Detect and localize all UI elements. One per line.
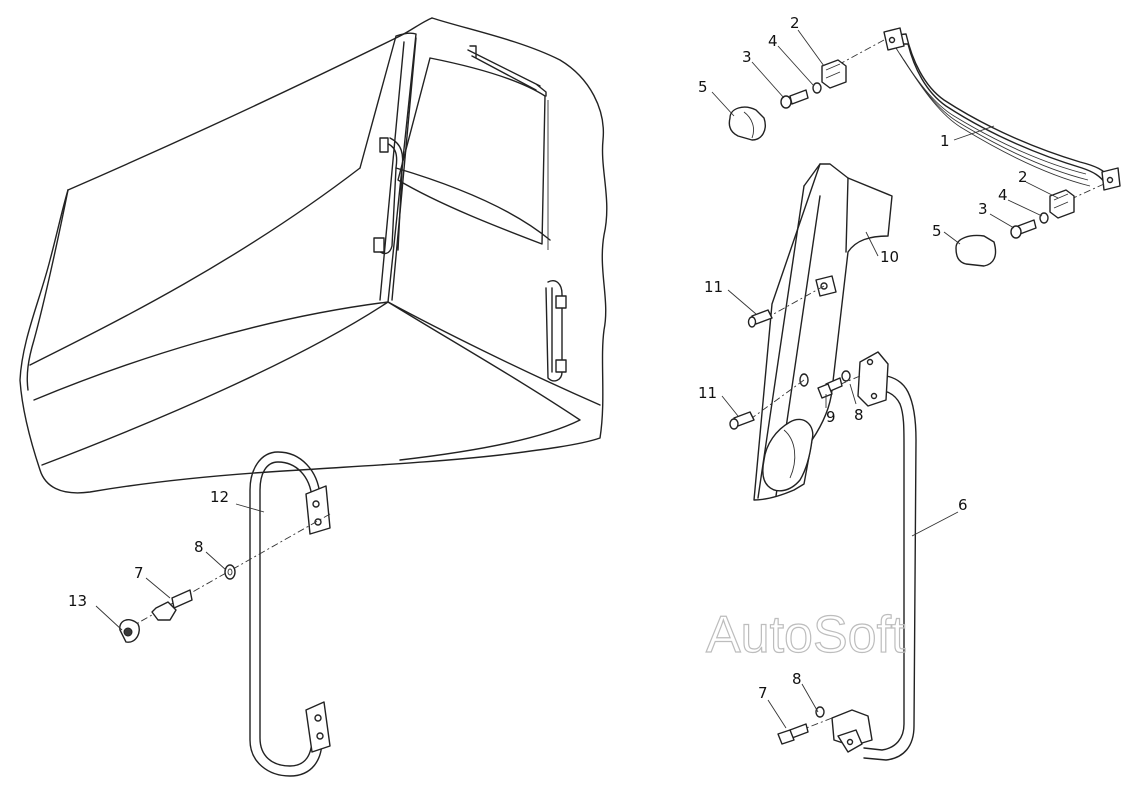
handrail-12 (119, 451, 331, 777)
callout-3-top: 3 (742, 48, 752, 66)
callout-11-lower: 11 (698, 384, 717, 402)
callout-8-left: 8 (194, 538, 204, 556)
callout-5-top: 5 (698, 78, 708, 96)
handrail-6 (777, 351, 917, 761)
callout-2-bottom: 2 (1018, 168, 1028, 186)
callout-5-bottom: 5 (932, 222, 942, 240)
callout-6: 6 (958, 496, 968, 514)
handle-1 (728, 27, 1121, 267)
leader-lines (95, 29, 1059, 729)
callout-8-right-lower: 8 (792, 670, 802, 688)
callout-7-right: 7 (758, 684, 768, 702)
callout-2-top: 2 (790, 14, 800, 32)
cab-body (19, 17, 608, 494)
callout-1: 1 (940, 132, 950, 150)
callout-labels: 1 2 2 3 3 4 4 5 5 6 7 7 8 8 8 9 10 11 11… (68, 14, 1028, 702)
callout-4-top: 4 (768, 32, 778, 50)
callout-13: 13 (68, 592, 87, 610)
callout-11-upper: 11 (704, 278, 723, 296)
callout-7-left: 7 (134, 564, 144, 582)
bracket-10 (729, 163, 893, 501)
callout-12: 12 (210, 488, 229, 506)
callout-8-right-upper: 8 (854, 406, 864, 424)
callout-9: 9 (826, 408, 836, 426)
callout-4-bottom: 4 (998, 186, 1008, 204)
watermark: AutoSoft (706, 606, 906, 664)
callout-3-bottom: 3 (978, 200, 988, 218)
callout-10: 10 (880, 248, 899, 266)
